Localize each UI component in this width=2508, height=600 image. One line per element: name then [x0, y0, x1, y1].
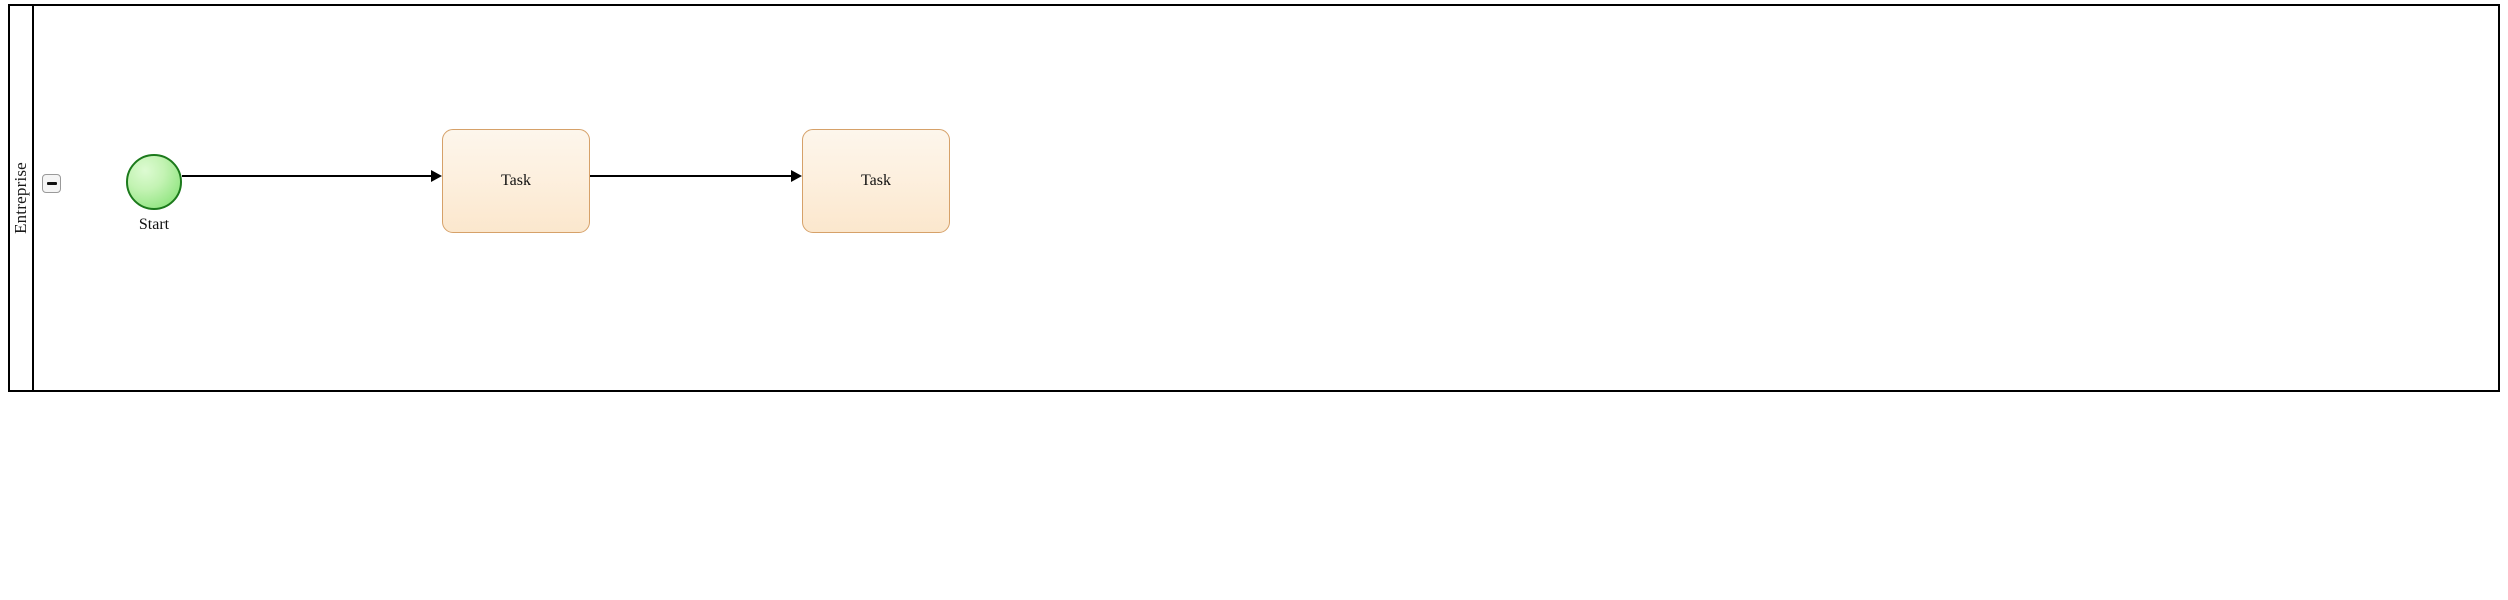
task-node[interactable]: Task [802, 129, 950, 233]
flow-line [590, 175, 792, 177]
task-node[interactable]: Task [442, 129, 590, 233]
arrowhead-icon [791, 170, 802, 182]
flow-line [182, 175, 432, 177]
start-event-node[interactable] [126, 154, 182, 210]
sequence-flow[interactable] [590, 170, 802, 182]
sequence-flow[interactable] [182, 170, 442, 182]
start-event-label: Start [138, 216, 170, 233]
pool-entreprise[interactable]: Entreprise Start Task Task [8, 4, 2500, 392]
lane-title: Entreprise [11, 162, 30, 234]
task-label: Task [501, 172, 531, 189]
arrowhead-icon [431, 170, 442, 182]
minus-icon [46, 182, 57, 185]
lane-header[interactable]: Entreprise [10, 6, 34, 390]
collapse-toggle-button[interactable] [42, 174, 61, 193]
lane-body: Start Task Task [34, 6, 2498, 390]
task-label: Task [861, 172, 891, 189]
